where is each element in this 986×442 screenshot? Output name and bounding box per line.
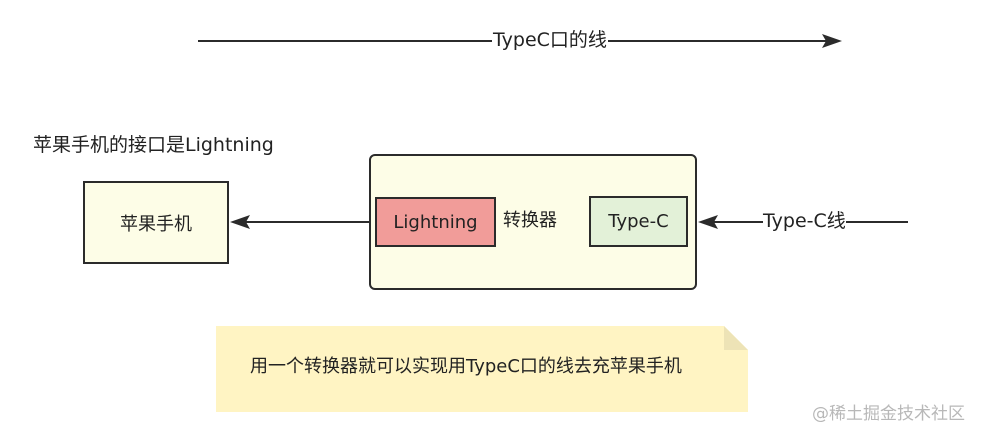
adapter-to-iphone-arrow-head xyxy=(230,215,250,229)
top-arrow-label: TypeC口的线 xyxy=(492,29,608,51)
watermark: @稀土掘金技术社区 xyxy=(812,404,965,424)
typec-port-label: Type-C xyxy=(608,211,669,232)
cable-arrow-head xyxy=(698,215,718,229)
iphone-box: 苹果手机 xyxy=(83,181,229,264)
adapter-label: 转换器 xyxy=(503,210,557,231)
top-arrow-head xyxy=(822,34,842,48)
lightning-port-label: Lightning xyxy=(393,211,478,233)
iphone-port-caption: 苹果手机的接口是Lightning xyxy=(33,134,274,156)
note-text: 用一个转换器就可以实现用TypeC口的线去充苹果手机 xyxy=(250,356,682,377)
note-shape xyxy=(216,326,748,412)
cable-label: Type-C线 xyxy=(763,210,846,232)
lightning-port-box: Lightning xyxy=(375,197,496,247)
iphone-label: 苹果手机 xyxy=(120,213,192,235)
typec-port-box: Type-C xyxy=(589,196,688,247)
